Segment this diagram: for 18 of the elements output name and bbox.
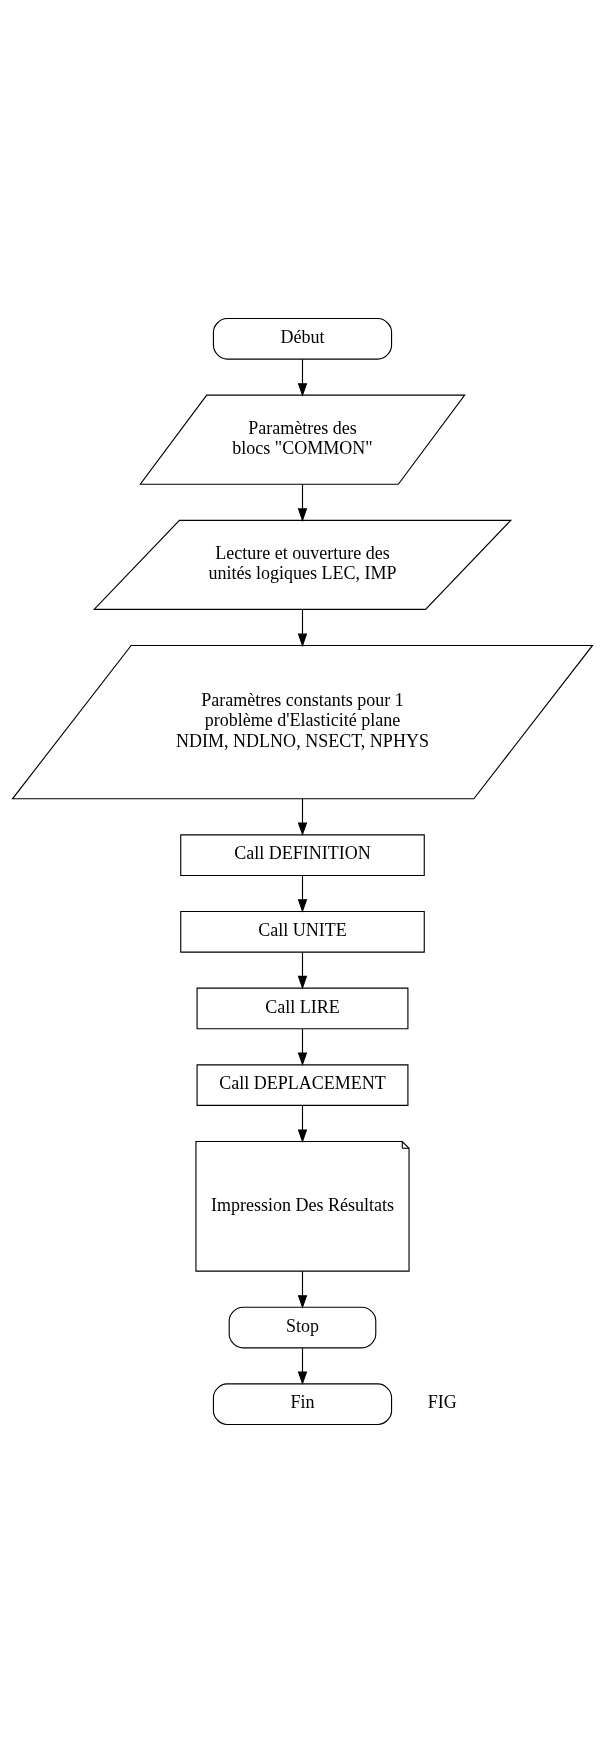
node-box: Call DEPLACEMENT bbox=[196, 1063, 409, 1106]
node-box: Call UNITE bbox=[180, 910, 425, 953]
arrow bbox=[297, 1347, 308, 1385]
arrow bbox=[297, 1104, 308, 1143]
arrow bbox=[297, 358, 308, 397]
node-box: Début bbox=[212, 317, 393, 360]
node-box: Stop bbox=[228, 1306, 377, 1348]
node-box: Fin bbox=[212, 1382, 393, 1425]
arrow bbox=[297, 483, 308, 522]
arrow bbox=[297, 608, 308, 647]
label: FIG bbox=[427, 1391, 457, 1412]
node-box: Call DEFINITION bbox=[180, 833, 425, 876]
node-box: Call LIRE bbox=[196, 987, 409, 1029]
arrow bbox=[297, 1028, 308, 1066]
arrow bbox=[297, 951, 308, 989]
arrow bbox=[297, 874, 308, 913]
arrow bbox=[297, 1270, 308, 1309]
arrow bbox=[297, 797, 308, 836]
